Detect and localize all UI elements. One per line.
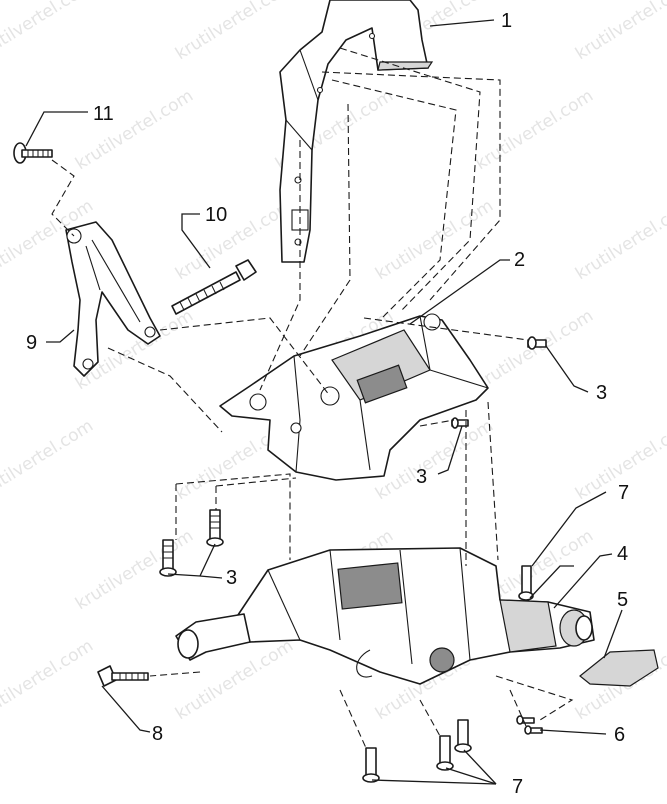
callout-10: 10 bbox=[205, 204, 227, 226]
callout-9: 9 bbox=[26, 332, 37, 354]
part-6-screw bbox=[516, 715, 543, 735]
watermark-text: krutilvertel.com bbox=[0, 0, 97, 64]
part-9-lever bbox=[65, 221, 161, 377]
callout-7-bottom: 7 bbox=[512, 776, 523, 798]
callout-7-right: 7 bbox=[618, 482, 629, 504]
part-1-mounting-bracket bbox=[279, 0, 434, 263]
callout-5: 5 bbox=[617, 589, 628, 611]
part-5-cover bbox=[579, 649, 659, 687]
watermark-text: krutilvertel.com bbox=[472, 306, 597, 394]
watermark-text: krutilvertel.com bbox=[0, 636, 97, 724]
callout-3-right: 3 bbox=[596, 382, 607, 404]
leader-lines bbox=[25, 19, 623, 785]
watermark-text: krutilvertel.com bbox=[572, 196, 667, 284]
assembly-dashed-lines bbox=[51, 47, 574, 749]
callout-4: 4 bbox=[617, 543, 628, 565]
watermark-text: krutilvertel.com bbox=[372, 196, 497, 284]
watermark-text: krutilvertel.com bbox=[72, 86, 197, 174]
watermark-text: krutilvertel.com bbox=[0, 416, 97, 504]
watermark-text: krutilvertel.com bbox=[572, 0, 667, 64]
watermark-text: krutilvertel.com bbox=[172, 196, 297, 284]
part-11-bolt bbox=[13, 142, 53, 164]
watermark-text: krutilvertel.com bbox=[172, 0, 297, 64]
part-7-bolts bbox=[362, 565, 534, 783]
part-10-long-bolt bbox=[171, 259, 257, 315]
callout-6: 6 bbox=[614, 724, 625, 746]
part-8-bolt bbox=[97, 665, 149, 687]
callout-3-middle: 3 bbox=[416, 466, 427, 488]
watermark-text: krutilvertel.com bbox=[472, 86, 597, 174]
part-4-steering-column bbox=[175, 547, 595, 685]
callout-8: 8 bbox=[152, 723, 163, 745]
callout-labels: 1 2 3 3 3 4 5 6 7 7 8 9 10 11 bbox=[26, 10, 629, 798]
part-2-column-support bbox=[219, 313, 489, 481]
callout-2: 2 bbox=[514, 249, 525, 271]
callout-3-left: 3 bbox=[226, 567, 237, 589]
callout-1: 1 bbox=[501, 10, 512, 32]
watermark-text: krutilvertel.com bbox=[72, 526, 197, 614]
part-3-bolts-pair bbox=[159, 509, 224, 577]
callout-11: 11 bbox=[93, 103, 114, 125]
